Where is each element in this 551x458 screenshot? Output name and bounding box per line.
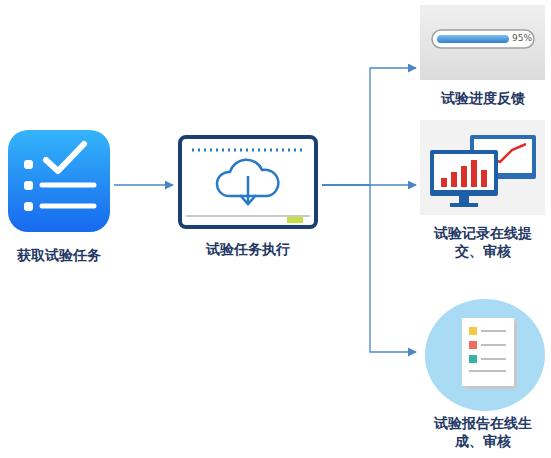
report-icon [425,299,545,411]
step-label: 试验报告在线生成、审核 [432,414,534,450]
progress-tile [420,5,545,80]
flow-arrow [114,184,173,185]
progress-percent: 95% [512,33,532,43]
step-label: 试验进度反馈 [421,89,545,107]
flow-arrow [322,68,416,185]
monitors-tile [420,120,545,215]
step-node: 试验报告在线生成、审核 [418,296,548,454]
step-node: 试验进度反馈 [418,3,548,111]
task-icon [8,130,110,232]
step-node: 试验记录在线提交、审核 [418,118,548,264]
step-label: 获取试验任务 [7,246,111,264]
step-node: 获取试验任务 [5,128,113,268]
step-node: 试验任务执行 [175,132,321,262]
step-label: 试验记录在线提交、审核 [432,224,534,260]
step-label: 试验任务执行 [178,240,318,258]
flow-arrow [322,185,416,352]
monitor-icon [180,137,316,227]
